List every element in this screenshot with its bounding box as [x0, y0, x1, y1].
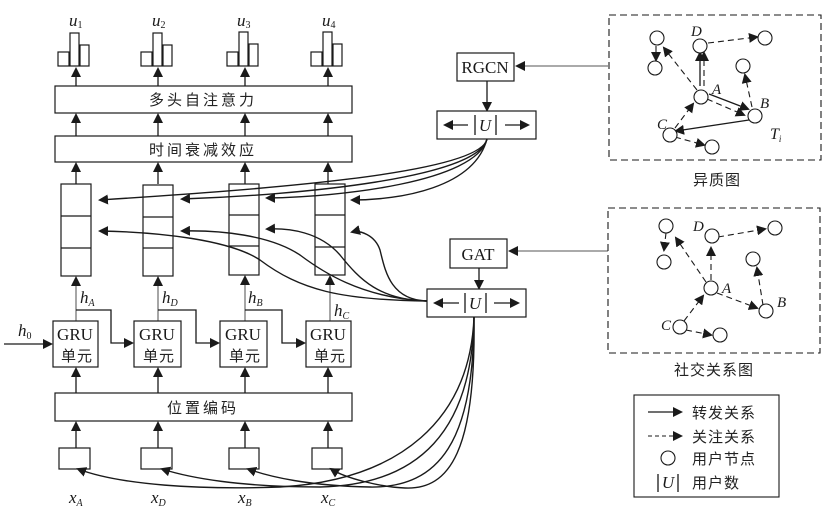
- svg-text:A: A: [711, 82, 722, 98]
- legend-repost: 转发关系: [692, 404, 756, 422]
- legend-follow: 关注关系: [692, 428, 756, 446]
- output-histograms: [57, 31, 343, 67]
- legend-user-count: 用户数: [692, 474, 740, 492]
- multi-head-attention-label: 多头自注意力: [149, 91, 257, 109]
- svg-text:C: C: [661, 318, 672, 334]
- input-label-xA: xA: [68, 488, 84, 509]
- hidden-label-hD: hD: [162, 288, 179, 309]
- hidden-label-hC: hC: [334, 301, 350, 322]
- gru-hidden-arrows: [71, 275, 335, 321]
- feature-stack-3: [228, 183, 260, 276]
- multi-head-attention-layer: [54, 85, 353, 114]
- input-embedding-2: [140, 447, 173, 470]
- feature-stack-4: [314, 183, 346, 276]
- svg-text:B: B: [777, 295, 786, 311]
- output-label-u3: u3: [237, 11, 251, 31]
- rgcn-module: [456, 52, 515, 82]
- pe-to-gru-arrows: [71, 367, 333, 393]
- svg-text:GRU: GRU: [310, 325, 346, 344]
- stack-to-decay-arrows: [71, 162, 333, 184]
- svg-text:D: D: [690, 24, 702, 40]
- svg-text:GRU: GRU: [139, 325, 175, 344]
- attention-output-arrows: [71, 67, 333, 86]
- svg-text:U: U: [469, 294, 483, 313]
- output-label-u2: u2: [152, 11, 166, 31]
- feature-stack-1: [60, 183, 92, 277]
- legend: 转发关系 关注关系 用户节点 U 用户数: [633, 394, 780, 498]
- histogram-1: [57, 32, 90, 67]
- input-embedding-1: [58, 447, 91, 470]
- time-decay-label: 时间衰减效应: [149, 141, 257, 159]
- rgcn-connection-curves: [98, 138, 488, 205]
- gru-cell-4: GRU 单元: [305, 320, 352, 368]
- svg-text:U: U: [479, 116, 493, 135]
- hidden-label-hB: hB: [248, 288, 263, 309]
- input-connection-curves: [76, 316, 475, 489]
- legend-u-icon: U: [662, 473, 676, 492]
- gru-recurrent-links: [76, 309, 306, 348]
- h0-label: h0: [18, 321, 32, 342]
- gat-label: GAT: [461, 245, 495, 264]
- gat-connection-curves: [98, 223, 428, 302]
- legend-user-node: 用户节点: [692, 450, 756, 468]
- input-embedding-4: [311, 447, 343, 470]
- heterogeneous-graph-panel: D A B C Ti: [608, 14, 822, 161]
- output-label-u4: u4: [322, 11, 336, 31]
- input-embedding-3: [228, 447, 260, 470]
- input-label-xD: xD: [150, 488, 167, 509]
- svg-text:GRU: GRU: [225, 325, 261, 344]
- decay-to-attention-arrows: [71, 113, 333, 136]
- feature-stack-2: [142, 184, 174, 277]
- time-decay-layer: [54, 135, 353, 163]
- svg-text:单元: 单元: [229, 347, 261, 365]
- positional-encoding-label: 位置编码: [167, 399, 239, 417]
- svg-text:D: D: [692, 219, 704, 235]
- heterogeneous-graph-title: 异质图: [693, 171, 741, 189]
- social-graph-title: 社交关系图: [674, 361, 754, 379]
- input-label-xC: xC: [320, 488, 336, 509]
- input-label-xB: xB: [237, 488, 252, 509]
- svg-text:单元: 单元: [61, 347, 93, 365]
- histogram-3: [226, 31, 259, 67]
- gat-module: [449, 238, 508, 269]
- time-step-label: Ti: [770, 126, 782, 144]
- svg-text:单元: 单元: [314, 347, 346, 365]
- hidden-label-hA: hA: [80, 288, 96, 309]
- legend-node-icon: [660, 450, 676, 466]
- user-count-box-top: U: [436, 110, 537, 140]
- svg-text:GRU: GRU: [57, 325, 93, 344]
- gru-cell-1: GRU 单元: [52, 320, 99, 368]
- gru-cell-2: GRU 单元: [133, 320, 182, 368]
- svg-text:B: B: [760, 96, 769, 112]
- svg-text:A: A: [721, 281, 732, 297]
- output-label-u1: u1: [69, 11, 83, 31]
- gru-cell-3: GRU 单元: [219, 320, 268, 368]
- histogram-2: [140, 32, 173, 67]
- positional-encoding-layer: [54, 392, 353, 422]
- input-to-pe-arrows: [71, 421, 333, 448]
- rgcn-label: RGCN: [461, 58, 508, 77]
- svg-text:单元: 单元: [143, 347, 175, 365]
- user-count-box-bottom: U: [426, 288, 527, 318]
- histogram-4: [310, 31, 343, 67]
- svg-text:C: C: [657, 117, 668, 133]
- social-graph-panel: D A B C: [607, 207, 821, 354]
